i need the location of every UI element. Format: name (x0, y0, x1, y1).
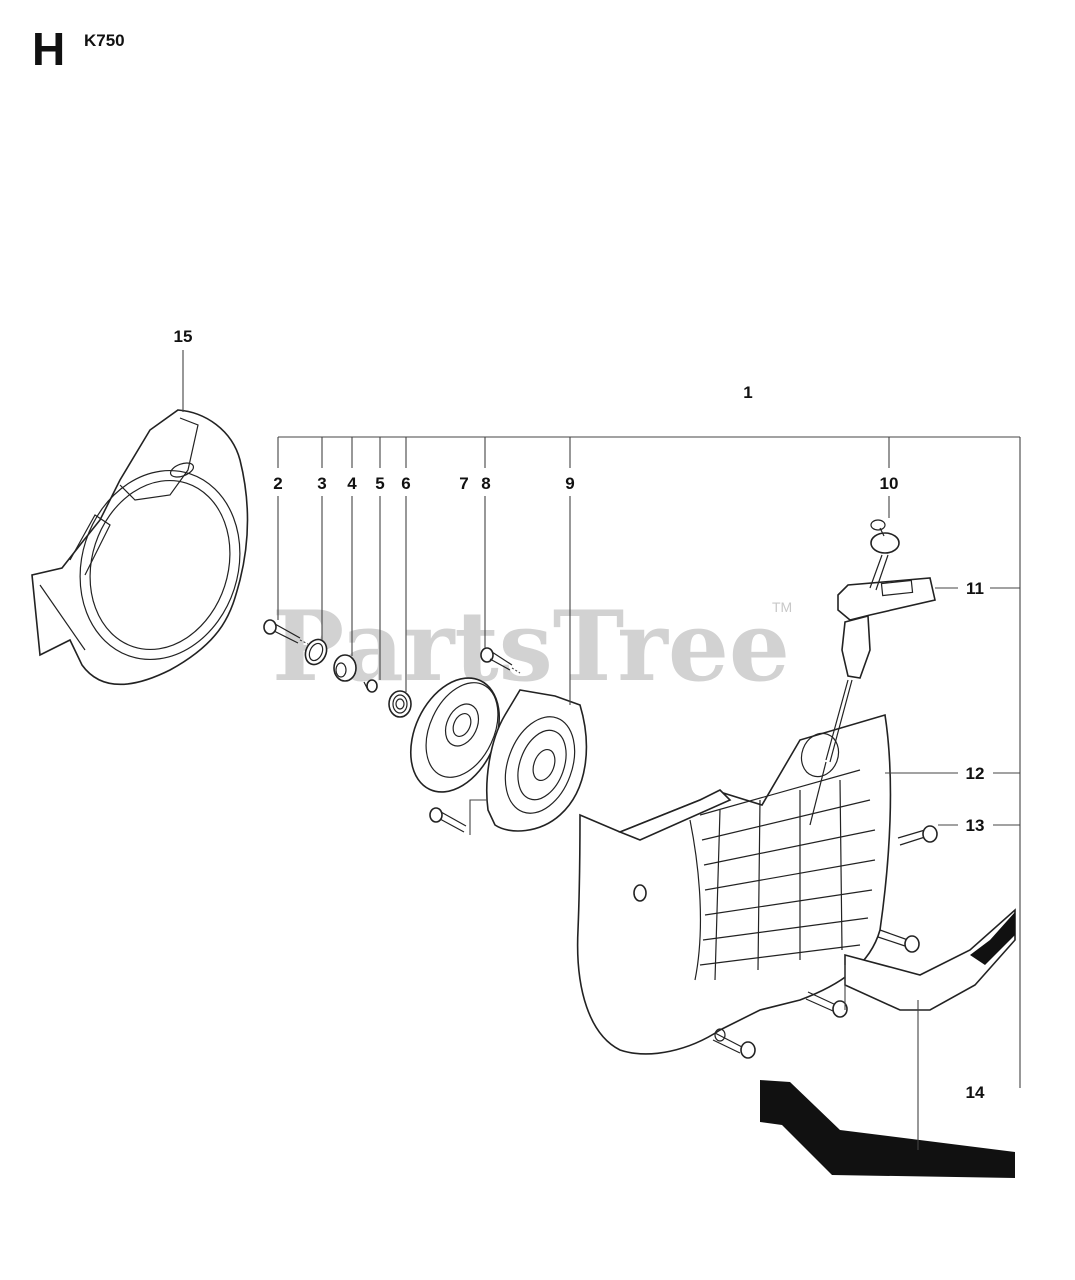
washer-ring-part-3 (304, 638, 328, 666)
section-letter: H (32, 23, 66, 75)
callout-12: 12 (966, 764, 985, 783)
watermark-text: PartsTree (272, 590, 790, 703)
spring-part-6 (388, 690, 412, 718)
model-label: K750 (84, 31, 125, 50)
leader-lines (182, 350, 1021, 1150)
housing-screw-lower-3 (712, 1032, 756, 1059)
watermark-tm: TM (772, 599, 792, 615)
callout-8: 8 (481, 474, 490, 493)
callout-7: 7 (459, 474, 468, 493)
cassette-screw (429, 807, 467, 833)
pawl-hub-part-4 (333, 654, 357, 682)
callout-2: 2 (273, 474, 282, 493)
spring-cassette-part-9 (485, 689, 588, 832)
callout-10: 10 (880, 474, 899, 493)
callout-6: 6 (401, 474, 410, 493)
callout-4: 4 (347, 474, 357, 493)
callout-labels: 1 2 3 4 5 6 7 8 9 10 11 12 13 14 15 (174, 327, 985, 1102)
small-screw-part-5 (363, 679, 378, 693)
housing-screw-lower-1 (877, 929, 920, 953)
housing-screw-part-13 (897, 825, 938, 846)
rope-pulley-part-7 (409, 677, 501, 793)
callout-14: 14 (966, 1083, 985, 1102)
fan-housing-cover-part (31, 409, 249, 686)
callout-1: 1 (743, 383, 752, 402)
bumper-bracket-part-14 (760, 908, 1016, 1178)
callout-11: 11 (966, 579, 984, 598)
screw-part-2 (263, 619, 309, 645)
starter-handle-part-11 (837, 519, 936, 679)
rope-part-10 (809, 679, 853, 826)
screw-part-8 (480, 647, 521, 674)
callout-3: 3 (317, 474, 326, 493)
callout-5: 5 (375, 474, 384, 493)
callout-9: 9 (565, 474, 574, 493)
callout-13: 13 (966, 816, 985, 835)
starter-housing-part-12 (576, 713, 892, 1055)
callout-15: 15 (174, 327, 193, 346)
housing-screw-lower-2 (805, 991, 848, 1018)
